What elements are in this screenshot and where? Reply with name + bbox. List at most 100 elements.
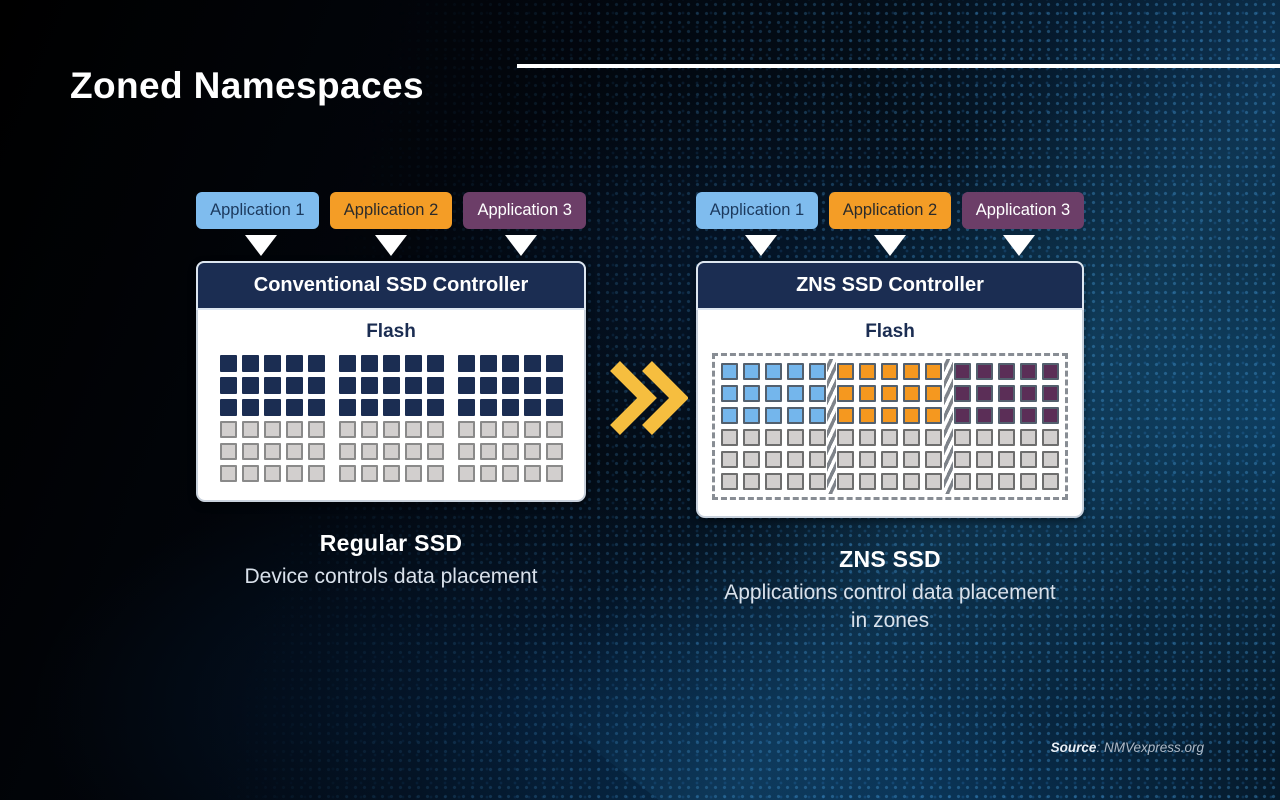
zns-ssd-device: ZNS SSD Controller Flash: [696, 261, 1084, 518]
free-flash-cell: [307, 421, 325, 438]
used-flash-cell: [721, 407, 739, 424]
used-flash-cell: [545, 399, 563, 416]
flash-label: Flash: [865, 321, 915, 342]
used-flash-cell: [285, 377, 303, 394]
free-flash-cell: [360, 465, 378, 482]
used-flash-cell: [263, 355, 281, 372]
used-flash-cell: [809, 385, 827, 402]
free-flash-cell: [1041, 451, 1059, 468]
application-3-label: Application 3: [962, 192, 1084, 229]
used-flash-cell: [997, 407, 1015, 424]
used-flash-cell: [925, 385, 943, 402]
down-arrow-icon: [245, 235, 277, 256]
free-flash-cell: [809, 429, 827, 446]
free-flash-cell: [721, 451, 739, 468]
free-flash-cell: [545, 443, 563, 460]
used-flash-cell: [903, 385, 921, 402]
used-flash-cell: [404, 355, 422, 372]
down-arrow-icon: [873, 235, 906, 256]
page-title: Zoned Namespaces: [70, 64, 424, 106]
used-flash-cell: [338, 377, 356, 394]
used-flash-cell: [837, 363, 855, 380]
used-flash-cell: [765, 385, 783, 402]
application-2-label: Application 2: [329, 192, 453, 229]
used-flash-cell: [743, 363, 761, 380]
free-flash-cell: [721, 429, 739, 446]
free-flash-cell: [501, 421, 519, 438]
used-flash-cell: [479, 399, 497, 416]
free-flash-cell: [545, 421, 563, 438]
free-flash-cell: [837, 451, 855, 468]
free-flash-cell: [953, 473, 971, 490]
free-flash-cell: [263, 465, 281, 482]
used-flash-cell: [859, 363, 877, 380]
used-flash-cell: [859, 407, 877, 424]
free-flash-cell: [925, 429, 943, 446]
flash-group: [457, 355, 563, 482]
free-flash-cell: [787, 473, 805, 490]
arrow-row: [696, 235, 1084, 256]
chevron-icon: [642, 361, 689, 435]
free-flash-cell: [501, 443, 519, 460]
application-2-label: Application 2: [829, 192, 951, 229]
zone-divider: [827, 359, 837, 494]
used-flash-cell: [1041, 407, 1059, 424]
flash-zone: [721, 363, 827, 490]
caption-subtitle: Applications control data placement in z…: [724, 581, 1056, 633]
used-flash-cell: [426, 377, 444, 394]
free-flash-cell: [263, 421, 281, 438]
free-flash-cell: [1041, 473, 1059, 490]
used-flash-cell: [721, 385, 739, 402]
zns-ssd-caption: ZNS SSD Applications control data placem…: [696, 546, 1084, 636]
flash-zone: [837, 363, 943, 490]
used-flash-cell: [479, 355, 497, 372]
used-flash-cell: [338, 399, 356, 416]
free-flash-cell: [743, 473, 761, 490]
application-row: Application 1 Application 2 Application …: [696, 192, 1084, 229]
regular-ssd-panel: Application 1 Application 2 Application …: [196, 192, 587, 591]
used-flash-cell: [787, 407, 805, 424]
regular-ssd-device: Conventional SSD Controller Flash: [196, 261, 586, 502]
free-flash-cell: [479, 443, 497, 460]
free-flash-cell: [997, 429, 1015, 446]
flash-zone: [953, 363, 1059, 490]
free-flash-cell: [285, 421, 303, 438]
used-flash-cell: [263, 399, 281, 416]
used-flash-cell: [501, 399, 519, 416]
free-flash-cell: [426, 421, 444, 438]
free-flash-cell: [404, 421, 422, 438]
used-flash-cell: [997, 363, 1015, 380]
regular-ssd-caption: Regular SSD Device controls data placeme…: [196, 530, 586, 591]
used-flash-cell: [925, 407, 943, 424]
free-flash-cell: [975, 473, 993, 490]
source-label: Source: [1050, 740, 1097, 755]
used-flash-cell: [743, 385, 761, 402]
used-flash-cell: [307, 377, 325, 394]
used-flash-cell: [307, 355, 325, 372]
used-flash-cell: [1019, 407, 1037, 424]
free-flash-cell: [263, 443, 281, 460]
free-flash-cell: [219, 443, 237, 460]
free-flash-cell: [457, 465, 475, 482]
used-flash-cell: [219, 377, 237, 394]
free-flash-cell: [975, 451, 993, 468]
used-flash-cell: [285, 399, 303, 416]
flash-group: [219, 355, 325, 482]
used-flash-cell: [241, 355, 259, 372]
free-flash-cell: [925, 451, 943, 468]
down-arrow-icon: [744, 235, 777, 256]
used-flash-cell: [457, 399, 475, 416]
used-flash-cell: [241, 377, 259, 394]
free-flash-cell: [285, 443, 303, 460]
conventional-ssd-controller-header: Conventional SSD Controller: [196, 261, 586, 310]
free-flash-cell: [903, 451, 921, 468]
used-flash-cell: [809, 363, 827, 380]
free-flash-cell: [241, 443, 259, 460]
used-flash-cell: [743, 407, 761, 424]
down-arrow-icon: [375, 235, 407, 256]
used-flash-cell: [925, 363, 943, 380]
used-flash-cell: [382, 377, 400, 394]
free-flash-cell: [787, 429, 805, 446]
used-flash-cell: [457, 355, 475, 372]
